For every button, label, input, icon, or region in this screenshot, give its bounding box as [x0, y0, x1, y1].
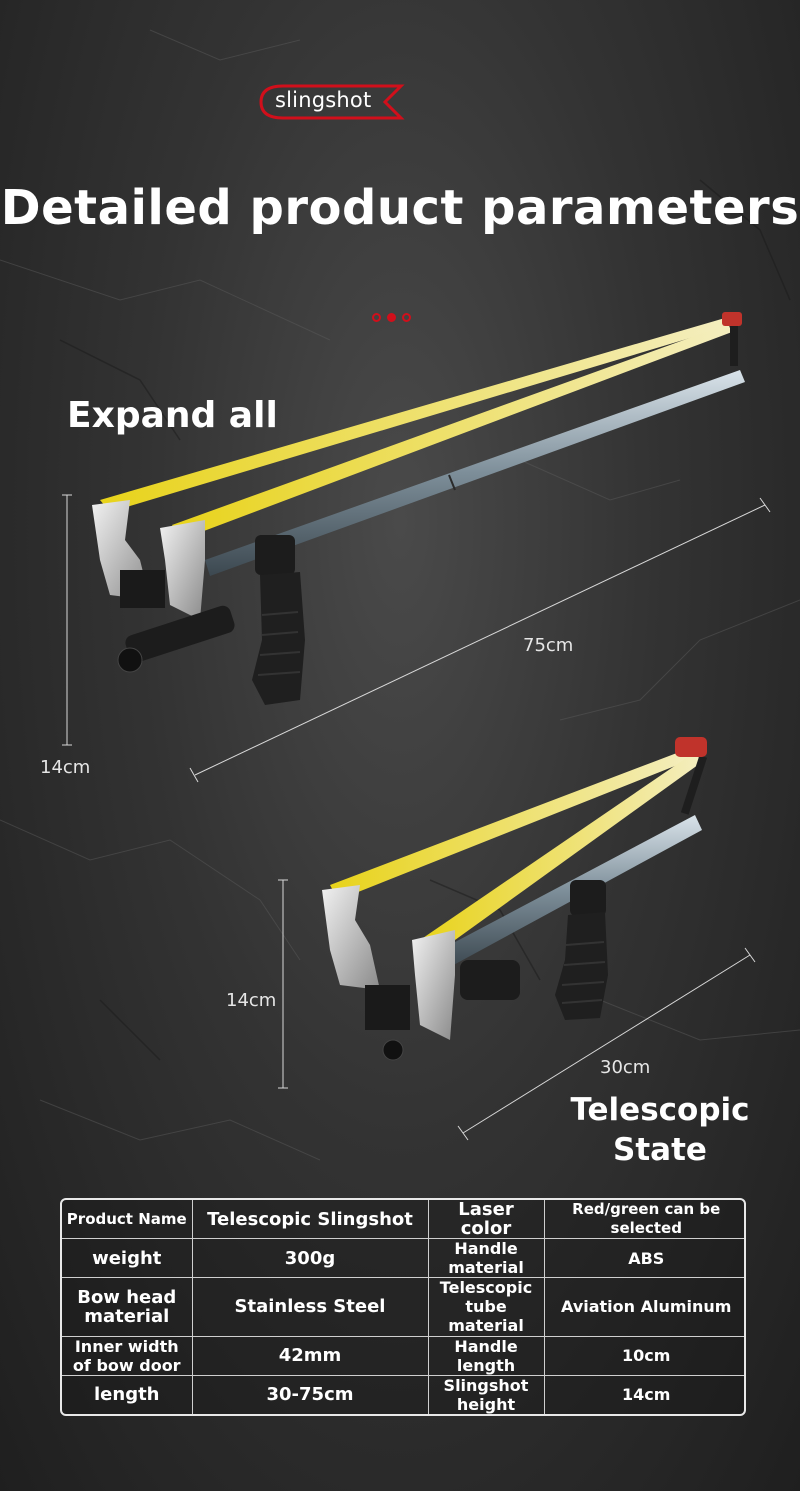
expand-all-label: Expand all	[67, 395, 278, 436]
table-row: Inner width of bow door 42mm Handle leng…	[62, 1335, 744, 1376]
spec-label: Inner width of bow door	[62, 1335, 193, 1376]
table-row: weight 300g Handle material ABS	[62, 1238, 744, 1279]
spec-table: Product Name Telescopic Slingshot Laser …	[60, 1198, 746, 1416]
spec-label: Product Name	[62, 1200, 193, 1240]
table-row: Bow head material Stainless Steel Telesc…	[62, 1277, 744, 1337]
spec-label: length	[62, 1374, 193, 1414]
table-row: Product Name Telescopic Slingshot Laser …	[62, 1200, 744, 1240]
logo-text: slingshot	[275, 88, 372, 112]
spec-label: Handle length	[427, 1335, 545, 1376]
carousel-dots	[372, 313, 411, 322]
spec-label: Handle material	[427, 1238, 545, 1279]
table-row: length 30-75cm Slingshot height 14cm	[62, 1374, 744, 1414]
spec-label: Telescopic tube material	[427, 1277, 545, 1337]
expanded-length-label: 75cm	[523, 635, 574, 656]
telescopic-length-label: 30cm	[600, 1057, 651, 1078]
spec-value: Telescopic Slingshot	[191, 1200, 429, 1240]
telescopic-height-label: 14cm	[226, 990, 277, 1011]
page-title: Detailed product parameters	[0, 180, 800, 236]
spec-value: Red/green can be selected	[543, 1200, 744, 1240]
spec-value: 30-75cm	[191, 1374, 429, 1414]
spec-label: Bow head material	[62, 1277, 193, 1337]
spec-value: 10cm	[543, 1335, 744, 1376]
spec-label: Slingshot height	[427, 1374, 545, 1414]
expanded-height-label: 14cm	[40, 757, 91, 778]
dot	[372, 313, 381, 322]
spec-label: weight	[62, 1238, 193, 1279]
telescopic-state-line2: State	[613, 1132, 707, 1168]
expanded-slingshot	[92, 312, 745, 705]
spec-value: Aviation Aluminum	[543, 1277, 744, 1337]
telescopic-state-line1: Telescopic	[570, 1092, 750, 1128]
spec-value: Stainless Steel	[191, 1277, 429, 1337]
dimension-lines	[62, 494, 771, 1141]
spec-value: ABS	[543, 1238, 744, 1279]
spec-value: 300g	[191, 1238, 429, 1279]
dot	[402, 313, 411, 322]
telescopic-slingshot	[322, 737, 708, 1061]
brand-logo: slingshot	[255, 80, 415, 124]
spec-label: Laser color	[427, 1200, 545, 1240]
spec-value: 42mm	[191, 1335, 429, 1376]
dot-active	[387, 313, 396, 322]
telescopic-state-label: Telescopic State	[560, 1090, 760, 1170]
spec-value: 14cm	[543, 1374, 744, 1414]
